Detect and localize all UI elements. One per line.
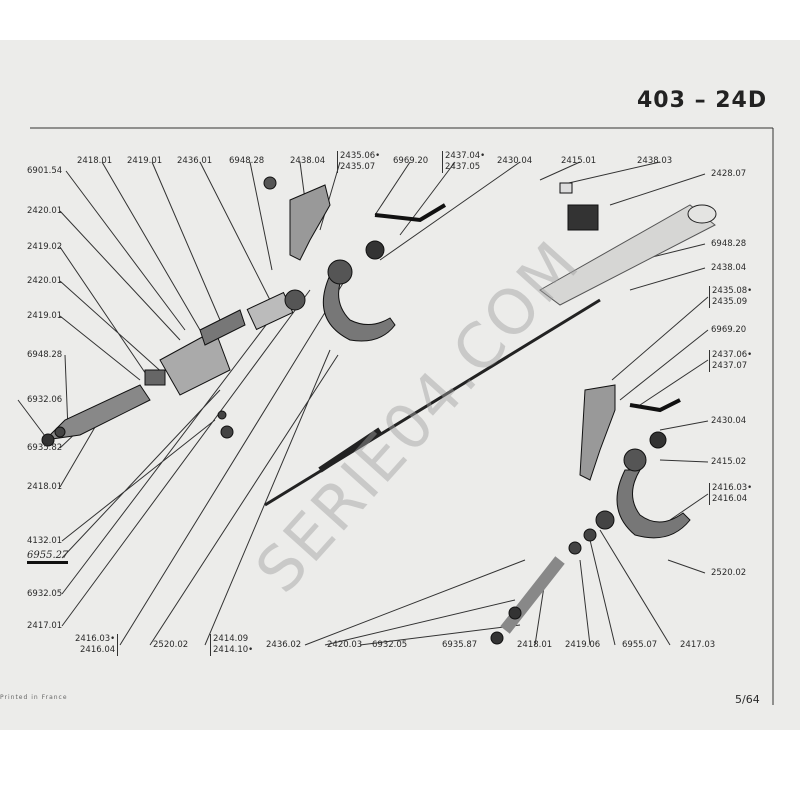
selector-shaft xyxy=(264,204,717,507)
part-label: 6969.20 xyxy=(711,325,747,335)
right-assembly xyxy=(490,182,691,645)
part-bracket: 2416.03•2416.04 xyxy=(75,634,119,656)
part-label: 6935.87 xyxy=(442,640,478,650)
part-label: 2435.09 xyxy=(712,297,748,307)
part-label: 2435.08• xyxy=(712,286,753,296)
page-title: 403 – 24D xyxy=(637,88,768,113)
part-label: 2418.01 xyxy=(517,640,553,650)
part-label: 2417.03 xyxy=(680,640,716,650)
part-label: 6901.54 xyxy=(27,166,63,176)
part-label: 2437.07 xyxy=(712,361,748,371)
part-label: 2419.06 xyxy=(565,640,601,650)
left-assembly xyxy=(41,289,306,447)
part-label: 2418.01 xyxy=(27,482,63,492)
part-label: 2419.02 xyxy=(27,242,63,252)
part-label: 2414.09 xyxy=(213,634,249,644)
top-fork xyxy=(263,176,447,342)
part-label: 2419.01 xyxy=(127,156,163,166)
part-bracket: 2437.06•2437.07 xyxy=(709,350,752,372)
part-bracket: 2435.06•2435.07 xyxy=(337,151,380,173)
part-label: 2436.02 xyxy=(266,640,302,650)
part-label: 6932.05 xyxy=(27,589,63,599)
page-number: 5/64 xyxy=(735,693,760,706)
part-bracket: 2437.04•2437.05 xyxy=(442,151,485,173)
part-label: 6932.06 xyxy=(27,395,63,405)
part-label: 2418.01 xyxy=(77,156,113,166)
part-label: 2428.07 xyxy=(711,169,747,179)
part-label: 2416.03• xyxy=(712,483,753,493)
part-bracket: 2416.03•2416.04 xyxy=(709,483,752,505)
part-label: 2430.04 xyxy=(497,156,533,166)
part-label: 6955.07 xyxy=(622,640,658,650)
part-label: 2437.04• xyxy=(445,151,486,161)
part-label: 2520.02 xyxy=(153,640,189,650)
part-label: 2435.07 xyxy=(340,162,376,172)
part-label: 2430.04 xyxy=(711,416,747,426)
part-label: 2436.01 xyxy=(177,156,213,166)
part-label: 2438.04 xyxy=(711,263,747,273)
part-label: 6948.28 xyxy=(229,156,265,166)
part-label: 2416.04 xyxy=(80,645,116,655)
handwritten-part-label: 6955.27 xyxy=(27,550,69,564)
part-label: 6932.05 xyxy=(372,640,408,650)
part-label: 6935.82 xyxy=(27,443,63,453)
part-label: 2420.01 xyxy=(27,206,63,216)
part-label: 2414.10• xyxy=(213,645,254,655)
part-label: 2520.02 xyxy=(711,568,747,578)
parts-sheet xyxy=(0,40,800,730)
part-label: 2416.03• xyxy=(75,634,116,644)
part-label: 2415.02 xyxy=(711,457,747,467)
part-label: 2435.06• xyxy=(340,151,381,161)
part-label: 2438.03 xyxy=(637,156,673,166)
part-label: 6969.20 xyxy=(393,156,429,166)
part-label: 2415.01 xyxy=(561,156,597,166)
printed-in-france-note: Printed in France xyxy=(0,694,68,701)
part-label: 2417.01 xyxy=(27,621,63,631)
part-label: 2419.01 xyxy=(27,311,63,321)
part-label: 2438.04 xyxy=(290,156,326,166)
part-label: 4132.01 xyxy=(27,536,63,546)
part-label: 2420.03 xyxy=(327,640,363,650)
part-label: 6948.28 xyxy=(711,239,747,249)
part-bracket: 2435.08•2435.09 xyxy=(709,286,752,308)
part-label: 2437.05 xyxy=(445,162,481,172)
part-label: 2420.01 xyxy=(27,276,63,286)
part-label: 2437.06• xyxy=(712,350,753,360)
part-label: 6948.28 xyxy=(27,350,63,360)
part-label: 2416.04 xyxy=(712,494,748,504)
